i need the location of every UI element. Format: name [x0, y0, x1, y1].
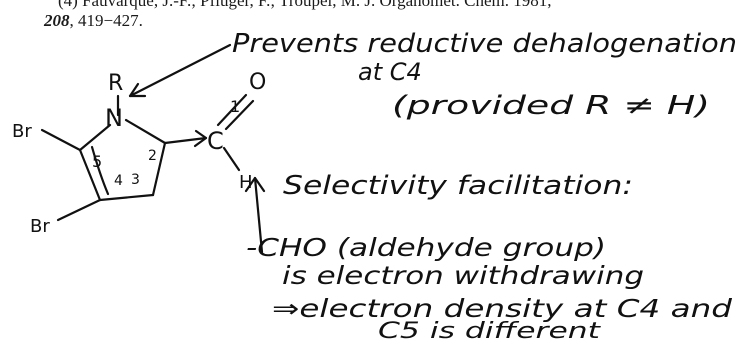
atom-br-bottom: Br [30, 216, 50, 237]
bond-c-o-2 [224, 99, 255, 131]
bond-c4-c5-double [90, 145, 110, 196]
bond-c-h [222, 146, 241, 172]
bond-c-o-1 [216, 93, 248, 127]
reference-authors: (4) Fauvarque, J.-F.; Pflüger, F.; Troup… [58, 0, 552, 10]
note-cho-line3: ⇒electron density at C4 and [272, 294, 732, 323]
bond-n-c2 [124, 118, 167, 145]
bond-c5-n [78, 123, 112, 152]
arrow-to-carbonyl-shaft [253, 176, 264, 254]
note-cho-line4: C5 is different [378, 319, 602, 344]
atom-c: C [207, 127, 224, 155]
ring-number-carbonyl: 1 [230, 97, 240, 116]
bond-c5-br [40, 128, 82, 152]
bond-c2-cho-arrowhead [193, 129, 208, 148]
ring-number-c3: 3 [131, 172, 140, 188]
reference-volume: 208 [44, 11, 70, 30]
arrow-to-nitrogen-shaft [128, 43, 232, 98]
bond-c4-c5 [78, 148, 102, 202]
bond-c4-br [56, 198, 102, 222]
bond-c3-c4 [98, 193, 155, 202]
reference-line-2: 208, 419−427. [44, 11, 143, 31]
note-prevents-line2: at C4 [358, 58, 422, 86]
reference-pages: , 419−427. [69, 11, 143, 30]
bond-c2-cho [163, 136, 208, 145]
note-prevents-line3: (provided R ≠ H) [392, 91, 710, 121]
note-cho-line2: is electron withdrawing [282, 261, 644, 290]
atom-o: O [249, 70, 266, 95]
ring-number-c2: 2 [148, 148, 157, 164]
ring-number-c4: 4 [114, 173, 123, 189]
bond-c2-c3 [151, 141, 167, 197]
note-selectivity: Selectivity facilitation: [283, 171, 633, 201]
note-cho-line1: -CHO (aldehyde group) [246, 233, 606, 262]
arrow-to-carbonyl-head [244, 176, 266, 193]
arrow-to-nitrogen [128, 43, 232, 98]
atom-n: N [105, 104, 123, 132]
atom-br-top: Br [12, 121, 32, 142]
reference-line-1: (4) Fauvarque, J.-F.; Pflüger, F.; Troup… [58, 0, 552, 11]
atom-r: R [108, 71, 123, 96]
arrow-to-carbonyl [244, 176, 266, 254]
arrow-to-nitrogen-head [128, 82, 147, 98]
ring-number-c5: 5 [92, 152, 102, 171]
pyrrole-ring [40, 93, 255, 222]
note-prevents-line1: Prevents reductive dehalogenation [232, 29, 737, 59]
